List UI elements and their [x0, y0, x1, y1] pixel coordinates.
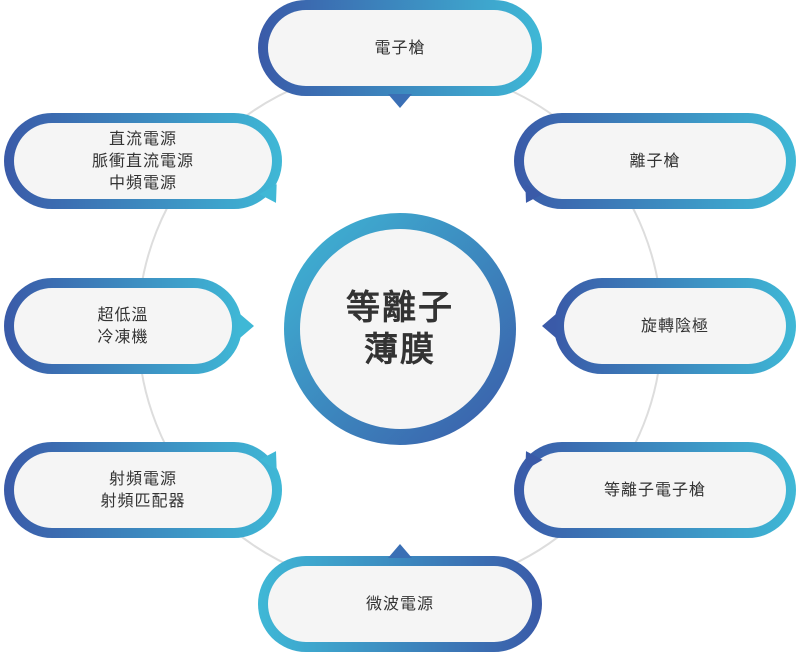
node-cryo-cooler: 超低溫 冷凍機	[4, 278, 242, 374]
node-text-line: 微波電源	[365, 594, 434, 613]
node-text-line: 超低溫	[97, 305, 149, 324]
node-text-line: 冷凍機	[97, 327, 149, 346]
node-text-line: 射頻匹配器	[100, 491, 186, 510]
node-electron-gun-label: 電子槍	[268, 10, 532, 86]
center-title-line1: 等離子	[346, 288, 454, 328]
pointer-arrow	[240, 314, 254, 338]
node-plasma-electron-gun-label: 等離子電子槍	[524, 452, 786, 528]
node-text-line: 等離子電子槍	[603, 480, 706, 499]
node-dc-power: 直流電源 脈衝直流電源 中頻電源	[4, 113, 282, 209]
node-rf-power: 射頻電源 射頻匹配器	[4, 442, 282, 538]
center-title-line2: 薄膜	[364, 330, 436, 370]
node-text-line: 脈衝直流電源	[91, 151, 194, 170]
node-rotating-cathode: 旋轉陰極	[554, 278, 796, 374]
node-text-line: 直流電源	[108, 129, 177, 148]
node-rotating-cathode-label: 旋轉陰極	[564, 288, 786, 364]
node-microwave-power: 微波電源	[258, 556, 542, 652]
node-cryo-cooler-label: 超低溫 冷凍機	[14, 288, 232, 364]
node-text-line: 電子槍	[374, 38, 426, 57]
node-text-line: 離子槍	[629, 151, 681, 170]
pointer-arrow	[542, 314, 556, 338]
pointer-arrow	[388, 544, 412, 558]
node-plasma-electron-gun: 等離子電子槍	[514, 442, 796, 538]
node-microwave-power-label: 微波電源	[268, 566, 532, 642]
node-ion-gun-label: 離子槍	[524, 123, 786, 199]
node-electron-gun: 電子槍	[258, 0, 542, 96]
node-text-line: 射頻電源	[108, 469, 177, 488]
node-text-line: 中頻電源	[108, 173, 177, 192]
node-dc-power-label: 直流電源 脈衝直流電源 中頻電源	[14, 123, 272, 199]
center-hub-label: 等離子 薄膜	[300, 229, 500, 429]
pointer-arrow	[388, 94, 412, 108]
node-text-line: 旋轉陰極	[640, 316, 709, 335]
center-hub: 等離子 薄膜	[284, 213, 516, 445]
node-ion-gun: 離子槍	[514, 113, 796, 209]
node-rf-power-label: 射頻電源 射頻匹配器	[14, 452, 272, 528]
